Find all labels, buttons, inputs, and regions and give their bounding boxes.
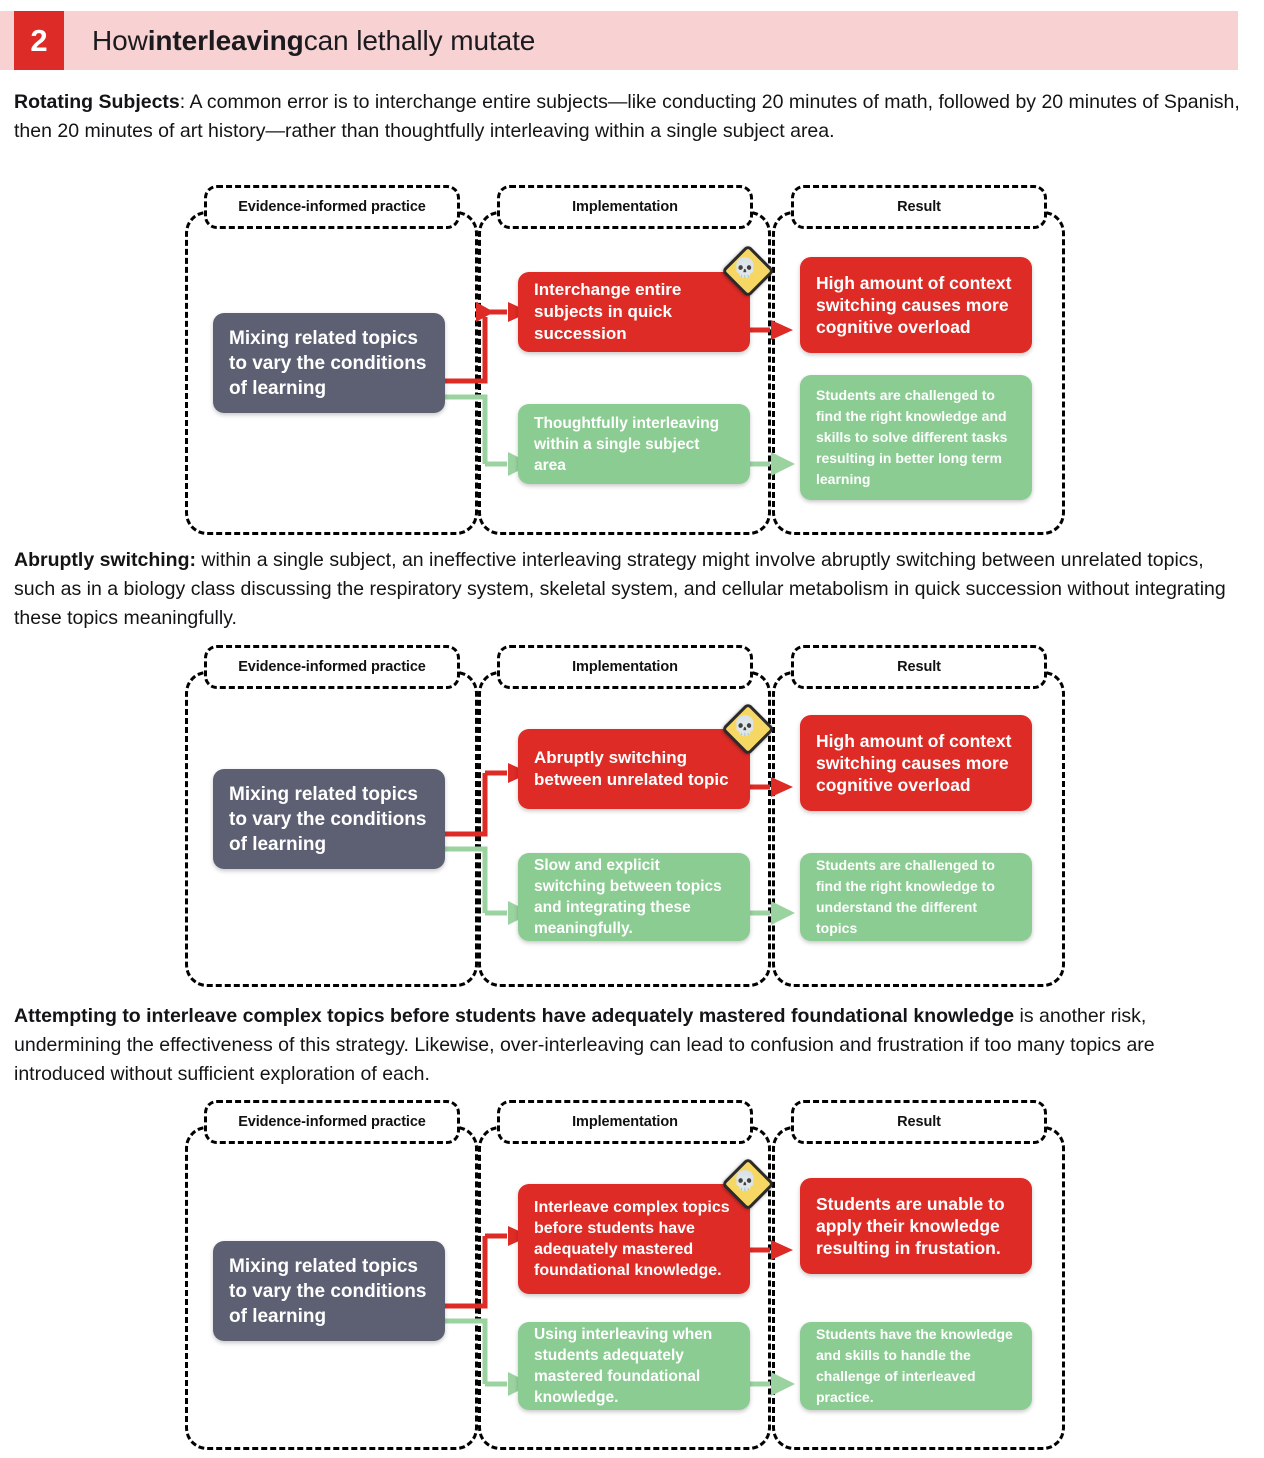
source-box-3[interactable]: Mixing related topics to vary the condit… [213,1241,445,1341]
bad-implementation-box-2[interactable]: Abruptly switching between unrelated top… [518,729,750,809]
good-implementation-label-3: Using interleaving when students adequat… [534,1326,713,1406]
bad-result-label-1: High amount of context switching causes … [816,273,1012,337]
page-title-bold: interleaving [147,24,304,56]
bad-result-box-2[interactable]: High amount of context switching causes … [800,715,1032,811]
source-box-1[interactable]: Mixing related topics to vary the condit… [213,313,445,413]
good-result-label-1: Students are challenged to find the righ… [816,387,1008,487]
bad-implementation-label-3: Interleave complex topics before student… [534,1199,730,1279]
column-label-practice-3: Evidence-informed practice [204,1100,460,1144]
bad-implementation-label-1: Interchange entire subjects in quick suc… [534,280,682,343]
good-result-box-2[interactable]: Students are challenged to find the righ… [800,853,1032,941]
page-title: How interleaving can lethally mutate [64,11,1238,70]
diagram-rotating-subjects: Evidence-informed practice Implementatio… [0,185,1264,535]
column-label-result-2: Result [791,645,1047,689]
paragraph-abruptly-switching: Abruptly switching: within a single subj… [14,546,1242,633]
source-box-label-1: Mixing related topics to vary the condit… [229,327,427,399]
paragraph-body-1: : A common error is to interchange entir… [14,91,1240,142]
paragraph-body-2: within a single subject, an ineffective … [14,549,1226,629]
diagram-premature-complexity: Evidence-informed practice Implementatio… [0,1100,1264,1450]
column-label-result-1: Result [791,185,1047,229]
skull-warning-icon-1: 💀 [721,244,775,298]
good-implementation-label-2: Slow and explicit switching between topi… [534,857,722,937]
bad-implementation-box-3[interactable]: Interleave complex topics before student… [518,1184,750,1294]
good-result-label-2: Students are challenged to find the righ… [816,857,995,936]
good-implementation-box-2[interactable]: Slow and explicit switching between topi… [518,853,750,941]
column-label-implementation-2: Implementation [497,645,753,689]
paragraph-body-3: is another risk, undermining the effecti… [14,1005,1155,1085]
column-label-practice-1: Evidence-informed practice [204,185,460,229]
good-result-box-1[interactable]: Students are challenged to find the righ… [800,375,1032,500]
page-title-suffix: can lethally mutate [303,24,536,56]
diagram-abruptly-switching: Evidence-informed practice Implementatio… [0,645,1264,987]
paragraph-premature-complexity: Attempting to interleave complex topics … [14,1002,1242,1089]
bad-implementation-box-1[interactable]: Interchange entire subjects in quick suc… [518,272,750,352]
paragraph-rotating-subjects: Rotating Subjects: A common error is to … [14,88,1242,146]
bad-result-box-1[interactable]: High amount of context switching causes … [800,257,1032,353]
skull-warning-icon-2: 💀 [721,702,775,756]
page-header: 2 How interleaving can lethally mutate [0,11,1238,70]
skull-glyph-1: 💀 [733,257,757,279]
bad-result-label-3: Students are unable to apply their knowl… [816,1194,1005,1258]
connector-layer-1 [444,302,795,476]
bad-result-label-2: High amount of context switching causes … [816,731,1012,795]
good-implementation-box-1[interactable]: Thoughtfully interleaving within a singl… [518,404,750,484]
paragraph-lead-3: Attempting to interleave complex topics … [14,1005,1015,1027]
good-implementation-box-3[interactable]: Using interleaving when students adequat… [518,1322,750,1410]
skull-glyph-2: 💀 [733,715,757,737]
column-label-result-3: Result [791,1100,1047,1144]
column-label-implementation-1: Implementation [497,185,753,229]
source-box-label-2: Mixing related topics to vary the condit… [229,783,427,855]
page-title-prefix: How [92,24,148,56]
column-label-practice-2: Evidence-informed practice [204,645,460,689]
good-implementation-label-1: Thoughtfully interleaving within a singl… [534,414,720,474]
source-box-2[interactable]: Mixing related topics to vary the condit… [213,769,445,869]
bad-result-box-3[interactable]: Students are unable to apply their knowl… [800,1178,1032,1274]
column-label-implementation-3: Implementation [497,1100,753,1144]
skull-warning-icon-3: 💀 [721,1157,775,1211]
good-result-box-3[interactable]: Students have the knowledge and skills t… [800,1322,1032,1410]
paragraph-lead-2: Abruptly switching: [14,549,196,571]
skull-glyph-3: 💀 [733,1170,757,1192]
good-result-label-3: Students have the knowledge and skills t… [816,1326,1013,1405]
bad-implementation-label-2: Abruptly switching between unrelated top… [534,748,729,789]
paragraph-lead-1: Rotating Subjects [14,91,180,113]
source-box-label-3: Mixing related topics to vary the condit… [229,1255,427,1327]
section-number-badge: 2 [14,11,64,70]
